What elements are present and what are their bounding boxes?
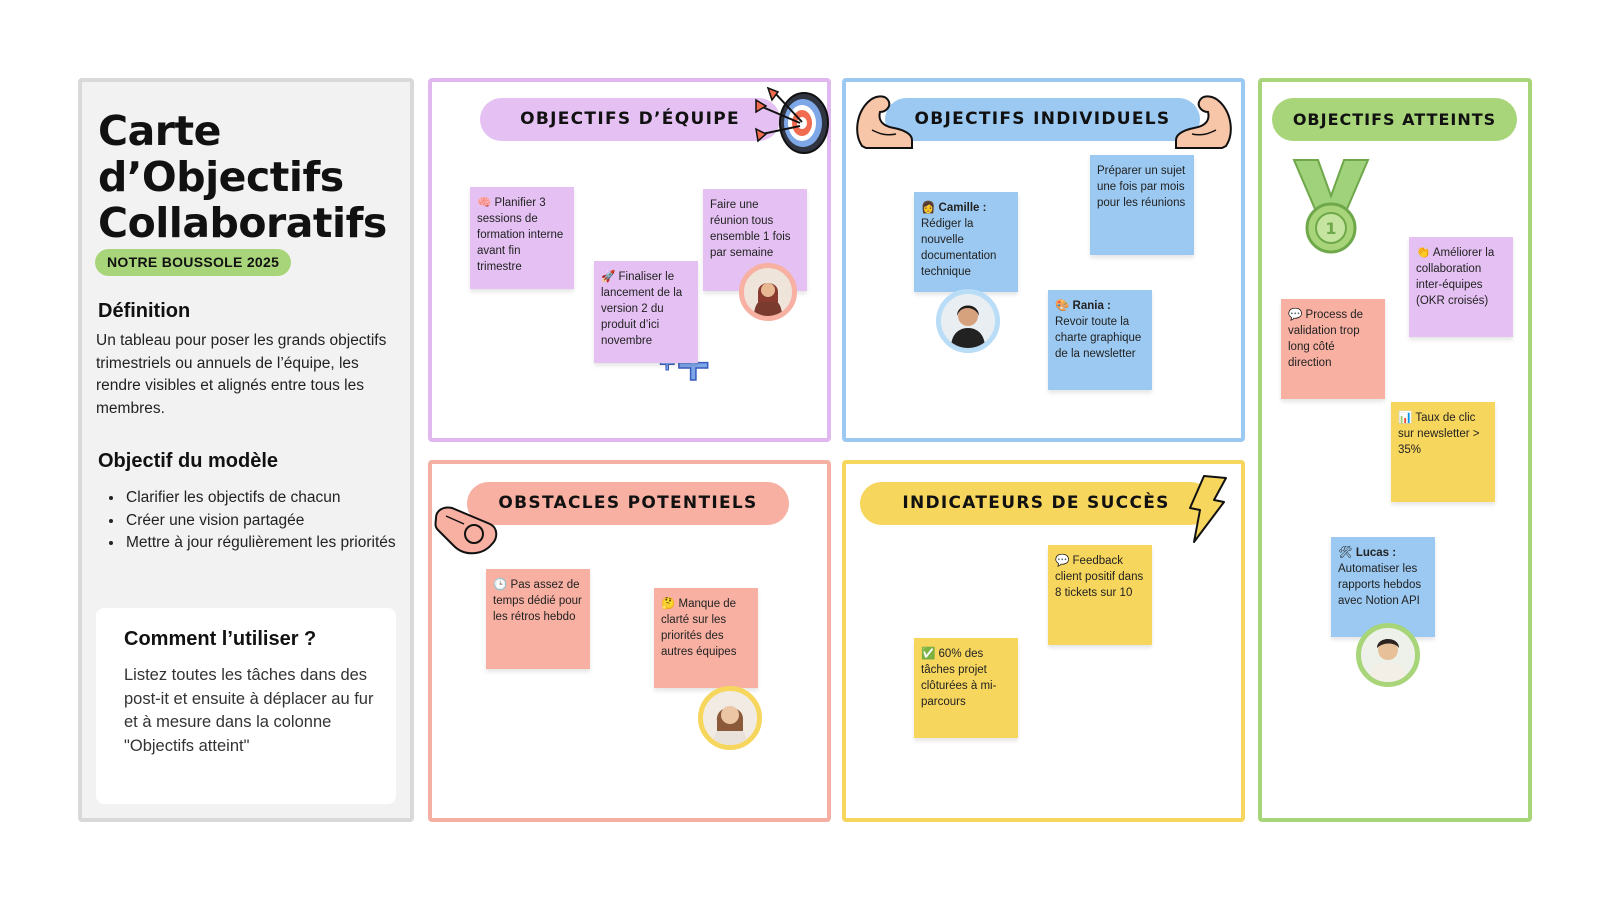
model-goal-item: Clarifier les objectifs de chacun xyxy=(124,487,414,510)
sticky-note[interactable]: 🕒 Pas assez de temps dédié pour les rétr… xyxy=(486,569,590,669)
whistle-icon xyxy=(434,506,498,555)
lightning-icon xyxy=(1189,475,1227,543)
note-text: Manque de clarté sur les priorités des a… xyxy=(661,598,737,658)
model-goal-list: Clarifier les objectifs de chacun Créer … xyxy=(104,487,414,555)
note-text: Process de validation trop long côté dir… xyxy=(1288,309,1364,369)
note-text: 60% des tâches projet clôturées à mi-par… xyxy=(921,648,997,708)
sticky-note[interactable]: 👏 Améliorer la collaboration inter-équip… xyxy=(1409,237,1513,337)
howto-text: Listez toutes les tâches dans des post-i… xyxy=(124,666,374,755)
howto-heading: Comment l’utiliser ? xyxy=(124,628,317,650)
note-author: Rania : xyxy=(1072,300,1111,312)
target-icon xyxy=(755,86,829,154)
tools-icon: 🛠 xyxy=(1338,547,1353,559)
model-goal-item: Mettre à jour régulièrement les priorité… xyxy=(124,532,414,555)
achieved-goals-title: OBJECTIFS ATTEINTS xyxy=(1272,98,1517,141)
howto-card: Comment l’utiliser ? Listez toutes les t… xyxy=(96,608,396,804)
flexed-arm-icon xyxy=(856,95,913,149)
year-badge: NOTRE BOUSSOLE 2025 xyxy=(95,249,292,276)
speech-bubble-icon: 💬 xyxy=(1055,555,1070,567)
sticky-note[interactable]: 💬 Feedback client positif dans 8 tickets… xyxy=(1048,545,1152,645)
note-text: Finaliser le lancement de la version 2 d… xyxy=(601,271,683,347)
individual-goals-title: OBJECTIFS INDIVIDUELS xyxy=(885,98,1200,141)
definition-heading: Définition xyxy=(98,300,191,322)
person-icon: 👩 xyxy=(921,202,936,214)
sticky-note[interactable]: ✅ 60% des tâches projet clôturées à mi-p… xyxy=(914,638,1018,738)
brain-icon: 🧠 xyxy=(477,197,492,209)
sticky-note[interactable]: 🤔 Manque de clarté sur les priorités des… xyxy=(654,588,758,688)
sticky-note[interactable]: 📊 Taux de clic sur newsletter > 35% xyxy=(1391,402,1495,502)
clapping-icon: 👏 xyxy=(1416,247,1431,259)
person-icon xyxy=(1369,639,1407,682)
sticky-note[interactable]: 🎨 Rania : Revoir toute la charte graphiq… xyxy=(1048,290,1152,390)
note-text: Pas assez de temps dédié pour les rétros… xyxy=(493,579,582,623)
medal-icon: 1 xyxy=(1292,159,1370,254)
obstacles-title: OBSTACLES POTENTIELS xyxy=(467,482,789,525)
flexed-arm-icon xyxy=(1175,95,1232,149)
model-goal-item: Créer une vision partagée xyxy=(124,510,414,533)
check-icon: ✅ xyxy=(921,648,936,660)
sticky-note[interactable]: 👩 Camille : Rédiger la nouvelle document… xyxy=(914,192,1018,292)
note-text: Planifier 3 sessions de formation intern… xyxy=(477,197,564,273)
avatar xyxy=(936,289,1000,353)
palette-icon: 🎨 xyxy=(1055,300,1070,312)
rocket-icon: 🚀 xyxy=(601,271,616,283)
avatar xyxy=(739,263,797,321)
person-icon xyxy=(754,283,782,316)
person-icon xyxy=(713,706,747,745)
note-text: Préparer un sujet une fois par mois pour… xyxy=(1097,165,1186,209)
chart-icon: 📊 xyxy=(1398,412,1413,424)
avatar xyxy=(1356,623,1420,687)
page-title: Carte d’Objectifs Collaboratifs xyxy=(98,107,387,247)
note-text: Automatiser les rapports hebdos avec Not… xyxy=(1338,563,1422,607)
sticky-note[interactable]: 🚀 Finaliser le lancement de la version 2… xyxy=(594,261,698,363)
sticky-note[interactable]: 🧠 Planifier 3 sessions de formation inte… xyxy=(470,187,574,289)
note-text: Taux de clic sur newsletter > 35% xyxy=(1398,412,1480,456)
note-author: Lucas : xyxy=(1355,547,1397,559)
note-text: Améliorer la collaboration inter-équipes… xyxy=(1416,247,1495,307)
svg-text:1: 1 xyxy=(1325,219,1336,238)
note-text: Revoir toute la charte graphique de la n… xyxy=(1055,316,1142,360)
definition-text: Un tableau pour poser les grands objecti… xyxy=(96,332,387,417)
sticky-note[interactable]: 🛠 Lucas : Automatiser les rapports hebdo… xyxy=(1331,537,1435,637)
note-text: Faire une réunion tous ensemble 1 fois p… xyxy=(710,199,791,259)
thinking-face-icon: 🤔 xyxy=(661,598,676,610)
speech-bubble-icon: 💬 xyxy=(1288,309,1303,321)
avatar xyxy=(698,686,762,750)
sticky-note[interactable]: 💬 Process de validation trop long côté d… xyxy=(1281,299,1385,399)
note-text: Feedback client positif dans 8 tickets s… xyxy=(1055,555,1144,599)
model-goal-heading: Objectif du modèle xyxy=(98,450,279,472)
sticky-note[interactable]: Préparer un sujet une fois par mois pour… xyxy=(1090,155,1194,255)
clock-icon: 🕒 xyxy=(493,579,508,591)
note-author: Camille : xyxy=(938,202,987,214)
person-icon xyxy=(951,305,985,348)
note-text: Rédiger la nouvelle documentation techni… xyxy=(921,218,997,278)
indicators-title: INDICATEURS DE SUCCÈS xyxy=(860,482,1212,525)
team-goals-title: OBJECTIFS D’ÉQUIPE xyxy=(480,98,780,141)
